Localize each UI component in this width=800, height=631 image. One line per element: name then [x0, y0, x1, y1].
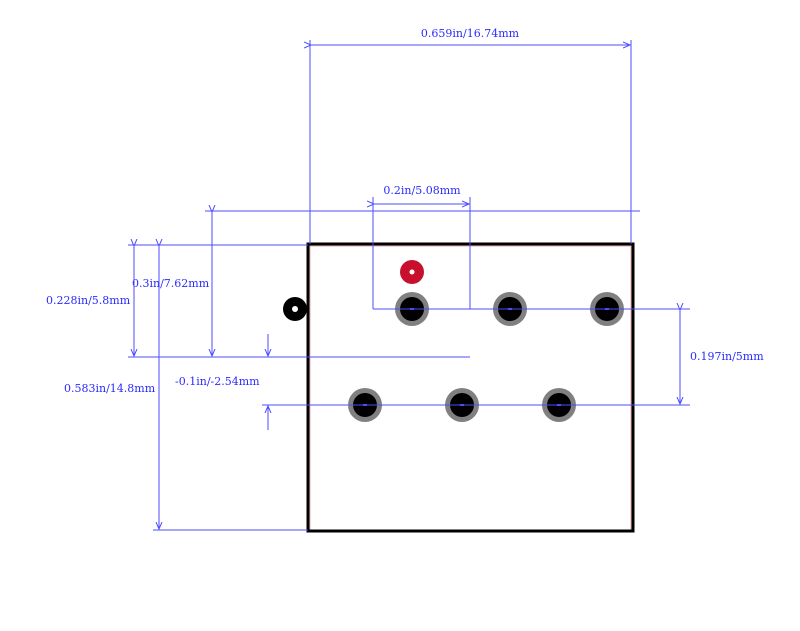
- dimension-total-height-label: 0.583in/14.8mm: [64, 382, 156, 395]
- dimension-total-width: 0.659in/16.74mm: [311, 27, 630, 45]
- dimension-pitch-label: 0.2in/5.08mm: [383, 184, 461, 197]
- dimension-row-offset: -0.1in/-2.54mm: [175, 334, 268, 430]
- dimension-pitch: 0.2in/5.08mm: [374, 184, 469, 204]
- dimension-row-offset-label: -0.1in/-2.54mm: [175, 375, 260, 388]
- dimension-total-width-label: 0.659in/16.74mm: [421, 27, 520, 40]
- dimension-row-spacing-label: 0.197in/5mm: [690, 350, 764, 363]
- pin1-indicator-dot: [283, 297, 307, 321]
- pin1-marker: [400, 260, 424, 284]
- dimension-pin-height: 0.3in/7.62mm: [132, 212, 212, 356]
- dimension-total-height: 0.583in/14.8mm: [64, 246, 159, 529]
- dimension-pin-height-label: 0.3in/7.62mm: [132, 277, 210, 290]
- dimension-row-spacing: 0.197in/5mm: [680, 310, 764, 404]
- dimension-body-top-label: 0.228in/5.8mm: [46, 294, 131, 307]
- dimension-body-top: 0.228in/5.8mm: [46, 246, 134, 356]
